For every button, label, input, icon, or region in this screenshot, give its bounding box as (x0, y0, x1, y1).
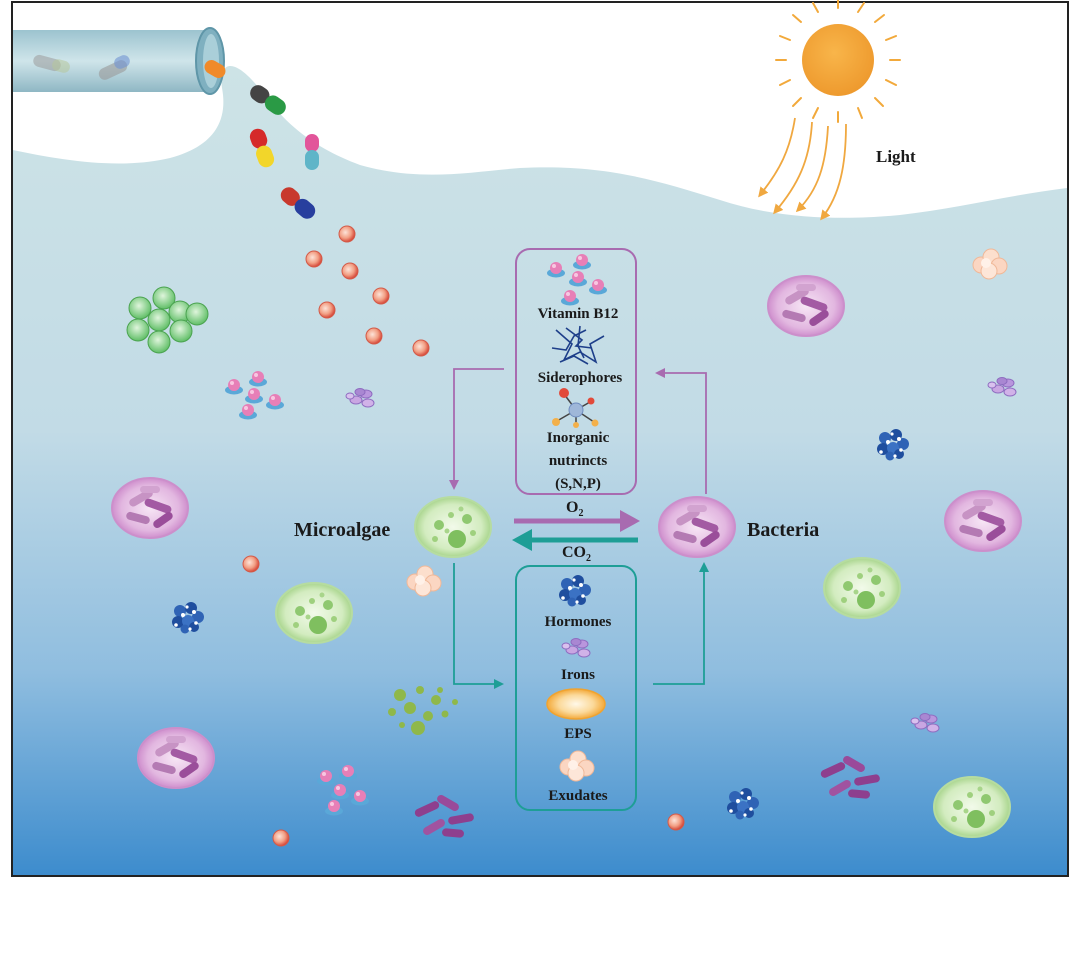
pills (249, 85, 319, 219)
microalgae-cell (823, 557, 901, 619)
eps-label: EPS (564, 726, 592, 742)
inorganic-label-line2: nutrincts (549, 453, 608, 469)
discharge-pipe (13, 27, 226, 95)
inorganic-label-line1: Inorganic (547, 430, 610, 446)
exudates-label: Exudates (548, 788, 607, 804)
water-body (13, 66, 1067, 875)
microalgae-cell (933, 776, 1011, 838)
teal-flow-from-microalgae (453, 563, 504, 689)
siderophores-label: Siderophores (538, 370, 623, 386)
sun-icon (775, 0, 901, 123)
purple-flow-to-microalgae (449, 368, 504, 490)
inorganic-label-line3: (S,N,P) (555, 476, 601, 492)
bacteria-cell (137, 727, 215, 789)
o2-arrow (514, 510, 640, 532)
central-microalgae-cell (414, 496, 492, 558)
teal-flow-to-bacteria (653, 562, 709, 685)
green-dots (388, 686, 458, 735)
co2-label: CO2 (562, 544, 591, 564)
o2-label: O2 (566, 499, 583, 519)
light-label: Light (876, 147, 916, 166)
vitamin-b12-label: Vitamin B12 (538, 306, 619, 322)
co2-arrow (512, 529, 638, 551)
siderophores-icon (551, 325, 605, 365)
green-cluster (126, 286, 209, 354)
hormones-label: Hormones (545, 614, 612, 630)
microalgae-products-box (515, 565, 637, 811)
microalgae-label: Microalgae (294, 519, 390, 541)
inorganic-nutrients-icon (552, 388, 599, 428)
bacteria-products-box (515, 248, 637, 495)
central-bacteria-cell (658, 496, 736, 558)
irons-label: Irons (561, 667, 595, 683)
bacteria-label: Bacteria (747, 519, 819, 541)
microalgae-cell (275, 582, 353, 644)
purple-flow-from-bacteria (655, 368, 707, 494)
bacteria-cell (944, 490, 1022, 552)
light-rays (758, 117, 847, 221)
bacteria-cell (767, 275, 845, 337)
eps-icon (546, 688, 606, 720)
bacteria-cell (111, 477, 189, 539)
